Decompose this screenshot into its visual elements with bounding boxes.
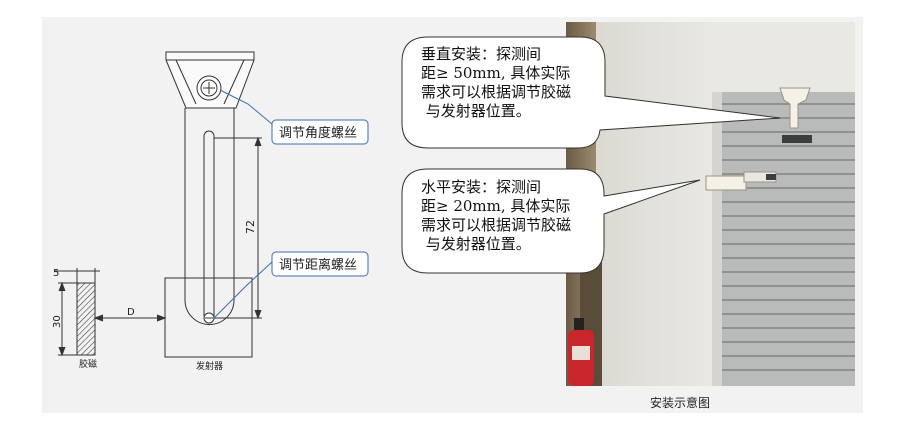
horizontal-install-callout: [401, 168, 701, 274]
bracket-drawing: [55, 51, 262, 358]
dimension-72: 72: [244, 220, 257, 234]
dimension-30: 30: [52, 315, 63, 328]
vertical-install-callout: [401, 36, 781, 149]
angle-screw-leader: [219, 89, 273, 125]
horizontal-install-text: 水平安装：探测间 距≥ 20mm, 具体实际 需求可以根据调节胶磁 与发射器位置…: [421, 178, 572, 253]
distance-screw-label-box: [271, 251, 369, 277]
distance-screw-label: 调节距离螺丝: [279, 257, 357, 273]
dimension-5: 5: [53, 268, 59, 279]
angle-screw-label-box: [271, 119, 369, 145]
transmitter-label: 发射器: [196, 360, 223, 372]
dimension-d: D: [127, 307, 135, 318]
photo-caption: 安装示意图: [650, 396, 711, 410]
vertical-install-text: 垂直安装：探测间 距≥ 50mm, 具体实际 需求可以根据调节胶磁 与发射器位置…: [421, 45, 572, 120]
distance-screw-leader: [213, 261, 273, 319]
angle-screw-label: 调节角度螺丝: [279, 125, 357, 141]
magnet-label: 胶磁: [79, 358, 97, 370]
